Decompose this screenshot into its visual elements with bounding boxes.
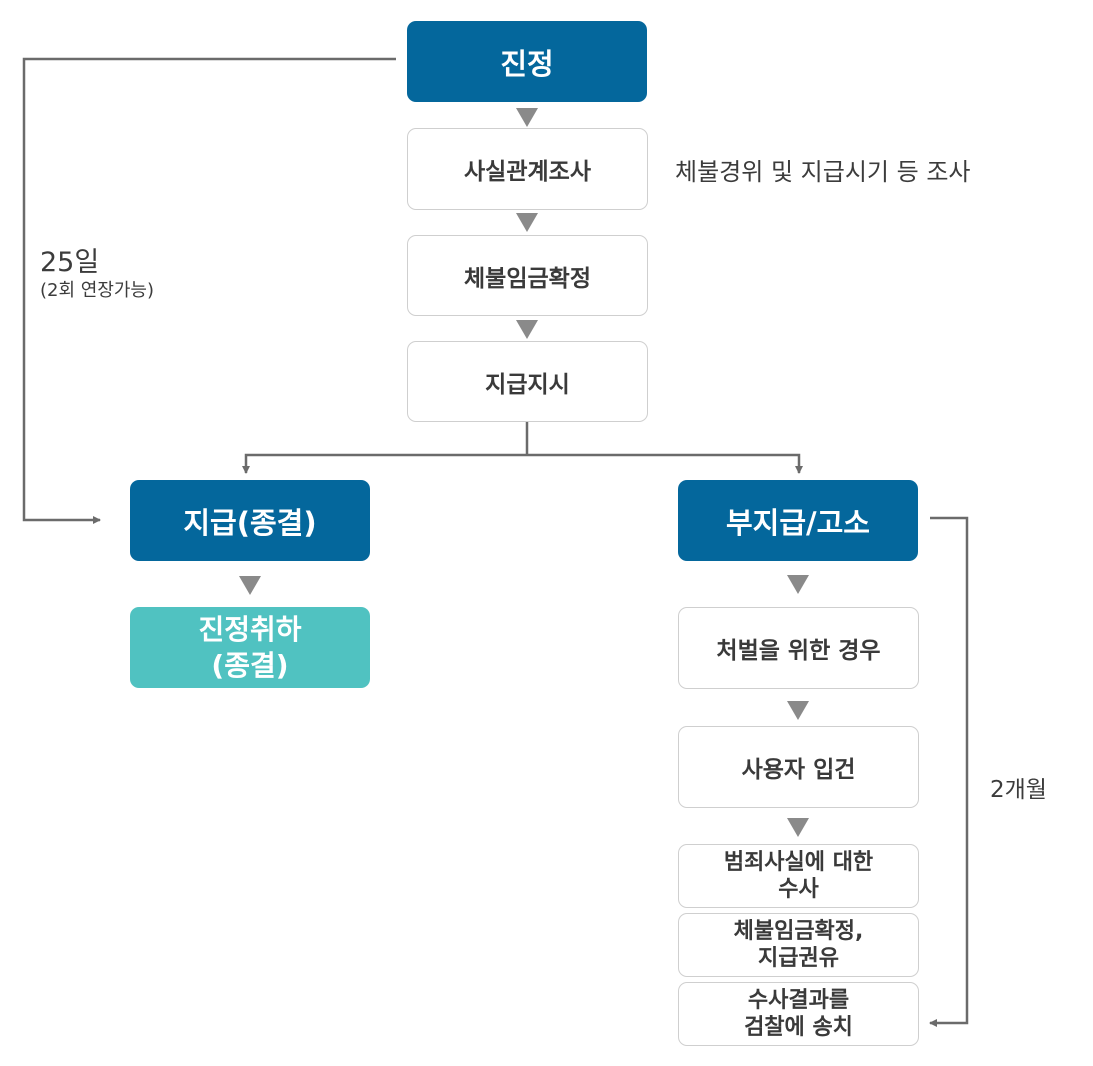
wage-confirm-label: 체불임금확정 (464, 265, 591, 292)
loop-line-25days (22, 57, 396, 524)
down-arrow-icon (516, 320, 538, 339)
nonpayment-node: 부지급/고소 (678, 480, 918, 561)
payment-order-node: 지급지시 (407, 341, 648, 422)
paid-label: 지급(종결) (183, 505, 317, 540)
days-sub-note: (2회 연장가능) (40, 280, 155, 301)
payment-order-label: 지급지시 (485, 371, 570, 398)
confirm-recommend-node: 체불임금확정, 지급권유 (678, 913, 919, 977)
employer-label: 사용자 입건 (741, 757, 856, 783)
confirm-recommend-label-line2: 지급권유 (758, 946, 839, 971)
split-line-left (242, 453, 527, 474)
nonpayment-label: 부지급/고소 (726, 505, 870, 540)
wage-confirm-node: 체불임금확정 (407, 235, 648, 316)
petition-label: 진정 (500, 46, 554, 81)
send-node: 수사결과를 검찰에 송치 (678, 982, 919, 1046)
employer-node: 사용자 입건 (678, 726, 919, 808)
down-arrow-icon (516, 213, 538, 232)
down-arrow-icon (787, 818, 809, 837)
petition-node: 진정 (407, 21, 647, 102)
paid-node: 지급(종결) (130, 480, 370, 561)
send-label-line1: 수사결과를 (747, 988, 850, 1013)
withdraw-label-line2: (종결) (211, 648, 289, 682)
down-arrow-icon (787, 575, 809, 594)
split-line-right (527, 453, 803, 474)
down-arrow-icon (516, 108, 538, 127)
punish-label: 처벌을 위한 경우 (716, 638, 881, 664)
withdraw-node: 진정취하 (종결) (130, 607, 370, 688)
fact-check-label: 사실관계조사 (464, 159, 591, 185)
days-note: 25일 (40, 247, 100, 278)
investigate-label-line1: 범죄사실에 대한 (723, 850, 874, 875)
down-arrow-icon (787, 701, 809, 720)
months-note: 2개월 (990, 777, 1047, 803)
investigate-label-line2: 수사 (778, 877, 819, 902)
loop-line-2months (929, 516, 969, 1027)
investigate-node: 범죄사실에 대한 수사 (678, 844, 919, 908)
fact-check-node: 사실관계조사 (407, 128, 648, 210)
fact-check-note: 체불경위 및 지급시기 등 조사 (675, 158, 971, 186)
confirm-recommend-label-line1: 체불임금확정, (733, 919, 864, 944)
punish-node: 처벌을 위한 경우 (678, 607, 919, 689)
down-arrow-icon (239, 576, 261, 595)
send-label-line2: 검찰에 송치 (744, 1015, 853, 1040)
withdraw-label-line1: 진정취하 (198, 612, 302, 646)
